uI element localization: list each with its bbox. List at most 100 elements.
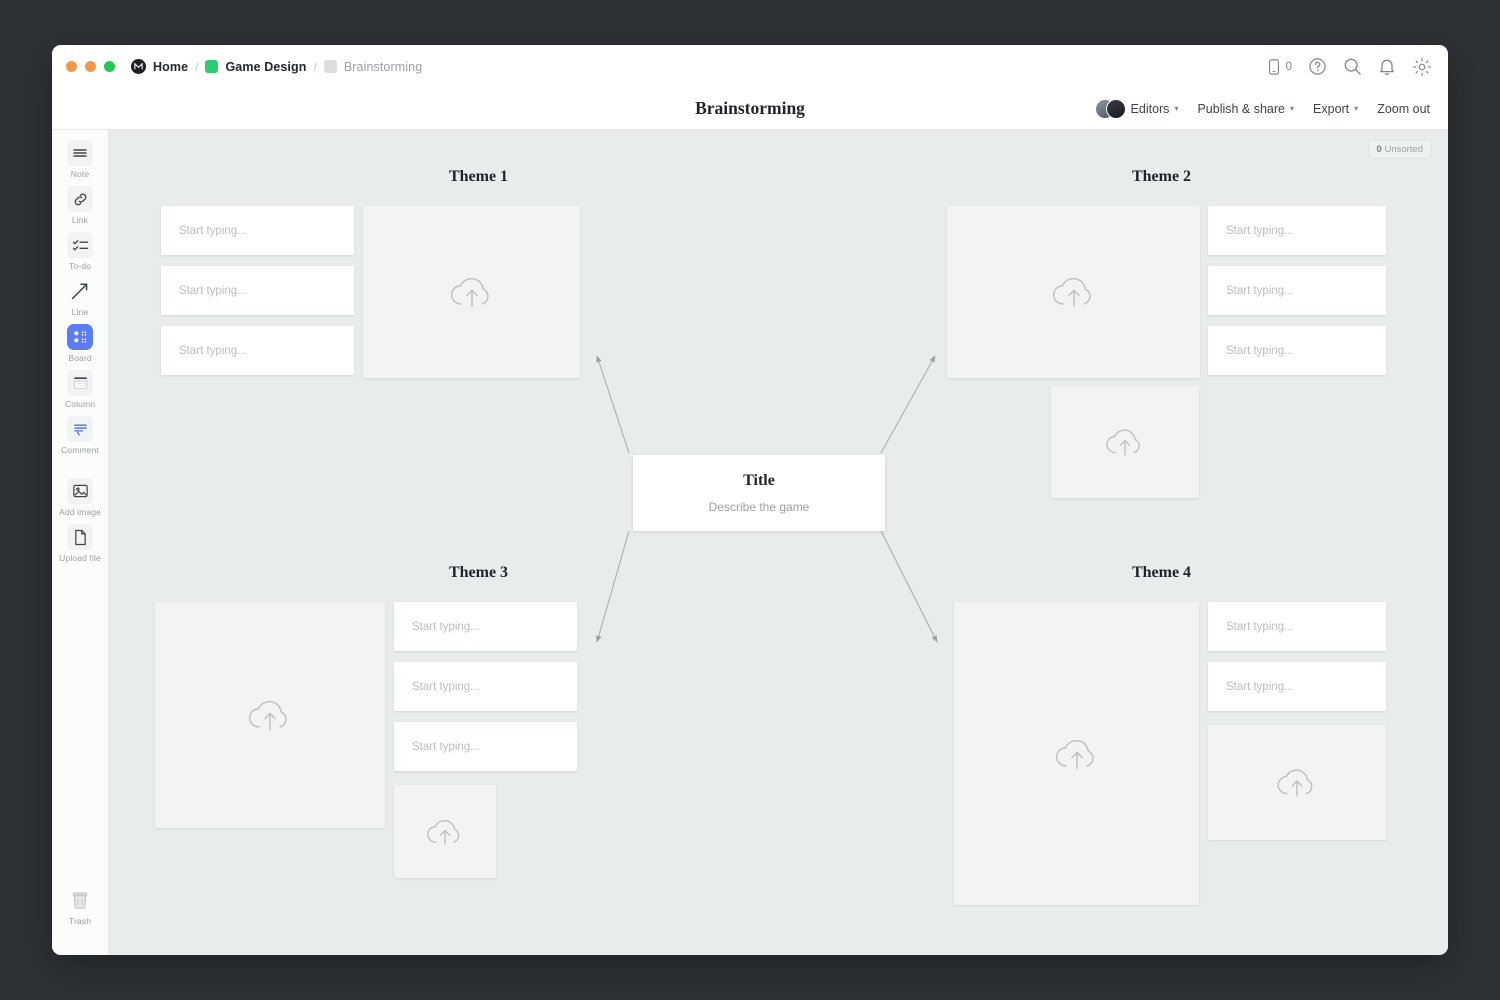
breadcrumb-item-brainstorming[interactable]: Brainstorming [323,59,423,74]
line-arrow-icon [67,278,93,304]
sidebar-item-column[interactable]: Column [56,370,104,409]
note-card[interactable]: Start typing... [394,662,577,711]
breadcrumb: Home / Game Design / Brainstorming [131,59,422,74]
gear-icon[interactable] [1412,57,1432,77]
breadcrumb-label-game-design: Game Design [225,59,307,74]
sidebar-item-add-image[interactable]: Add image [56,478,104,517]
theme-title-2: Theme 2 [1131,168,1192,185]
note-card[interactable]: Start typing... [1208,326,1386,375]
editors-label: Editors [1130,101,1170,116]
note-placeholder: Start typing... [179,224,247,237]
breadcrumb-label-brainstorming: Brainstorming [343,59,423,74]
breadcrumb-label-home: Home [153,59,189,74]
image-placeholder-card[interactable] [155,602,385,828]
note-placeholder: Start typing... [1226,620,1294,633]
add-image-icon [67,478,93,504]
help-icon[interactable] [1308,57,1327,76]
center-card-subtitle: Describe the game [708,500,810,514]
theme-title-4: Theme 4 [1131,564,1192,581]
note-card[interactable]: Start typing... [1208,266,1386,315]
unsorted-label: Unsorted [1384,144,1423,155]
note-placeholder: Start typing... [1226,284,1294,297]
maximize-window-button[interactable] [104,61,115,72]
note-placeholder: Start typing... [412,620,480,633]
zoom-out-label: Zoom out [1377,101,1430,116]
image-placeholder-card[interactable] [947,206,1200,378]
sidebar-item-note[interactable]: Note [56,140,104,179]
sidebar-item-todo[interactable]: To-do [56,232,104,271]
board-icon [67,324,93,350]
note-icon [67,140,93,166]
unsorted-badge[interactable]: 0 Unsorted [1367,140,1432,159]
zoom-out-button[interactable]: Zoom out [1377,102,1430,116]
breadcrumb-separator-2: / [313,59,317,74]
sidebar-label-add-image: Add image [59,507,101,517]
note-placeholder: Start typing... [179,344,247,357]
chevron-down-icon: ▾ [1174,104,1179,113]
editors-menu[interactable]: Editors ▾ [1094,98,1179,119]
export-label: Export [1313,101,1350,116]
image-placeholder-card[interactable] [394,785,496,878]
sidebar-label-upload-file: Upload file [59,553,101,563]
search-icon[interactable] [1343,57,1362,76]
note-placeholder: Start typing... [412,740,480,753]
cloud-upload-icon [1055,739,1094,769]
page-title: Brainstorming [695,98,805,118]
note-placeholder: Start typing... [179,284,247,297]
center-title-card[interactable]: Title Describe the game [633,455,885,531]
cloud-upload-icon [248,700,287,731]
close-window-button[interactable] [66,61,77,72]
center-card-title: Title [743,472,775,489]
note-card[interactable]: Start typing... [1208,662,1386,711]
upload-file-icon [67,524,93,550]
sidebar-item-line[interactable]: Line [56,278,104,317]
sidebar-label-board: Board [68,353,92,363]
note-card[interactable]: Start typing... [394,722,577,771]
note-placeholder: Start typing... [412,680,480,693]
mobile-preview-button[interactable]: 0 [1267,58,1292,75]
publish-share-menu[interactable]: Publish & share ▾ [1197,102,1294,116]
column-icon [67,370,93,396]
note-card[interactable]: Start typing... [161,266,354,315]
image-placeholder-card[interactable] [363,206,580,378]
sidebar-item-board[interactable]: Board [56,324,104,363]
sidebar-item-trash[interactable]: Trash [56,887,104,926]
theme-title-1: Theme 1 [448,168,509,185]
board-canvas[interactable]: 0 Unsorted Theme 1 Start typing... [109,130,1448,955]
bell-icon[interactable] [1378,57,1396,76]
image-placeholder-card[interactable] [1051,386,1199,498]
breadcrumb-item-game-design[interactable]: Game Design [205,60,306,74]
breadcrumb-separator: / [195,59,199,74]
tool-sidebar: Note Link To-do [52,130,109,955]
minimize-window-button[interactable] [85,61,96,72]
image-placeholder-card[interactable] [954,602,1199,905]
export-menu[interactable]: Export ▾ [1313,102,1358,116]
app-logo-icon [131,59,146,74]
header-actions: Editors ▾ Publish & share ▾ Export ▾ Zoo… [1094,98,1448,119]
sidebar-label-line: Line [71,307,89,317]
sidebar-item-link[interactable]: Link [56,186,104,225]
cloud-upload-icon [1052,277,1091,308]
note-card[interactable]: Start typing... [1208,602,1386,651]
unsorted-count: 0 [1376,144,1382,155]
cloud-upload-icon [427,819,460,845]
sidebar-label-column: Column [64,399,96,409]
theme-title-3: Theme 3 [448,564,509,581]
link-icon [67,186,93,212]
note-card[interactable]: Start typing... [1208,206,1386,255]
note-card[interactable]: Start typing... [161,206,354,255]
publish-share-label: Publish & share [1197,101,1286,116]
note-card[interactable]: Start typing... [161,326,354,375]
sidebar-item-comment[interactable]: Comment [56,416,104,455]
chevron-down-icon: ▾ [1290,104,1295,113]
image-placeholder-card[interactable] [1208,725,1386,840]
window-controls[interactable] [66,61,115,72]
green-square-icon [205,60,219,73]
breadcrumb-item-home[interactable]: Home [131,59,188,74]
sidebar-label-link: Link [71,215,89,225]
document-header: Brainstorming Editors ▾ Publish & share … [52,88,1448,130]
sidebar-item-upload-file[interactable]: Upload file [56,524,104,563]
avatar-group [1094,98,1126,119]
note-placeholder: Start typing... [1226,224,1294,237]
note-card[interactable]: Start typing... [394,602,577,651]
